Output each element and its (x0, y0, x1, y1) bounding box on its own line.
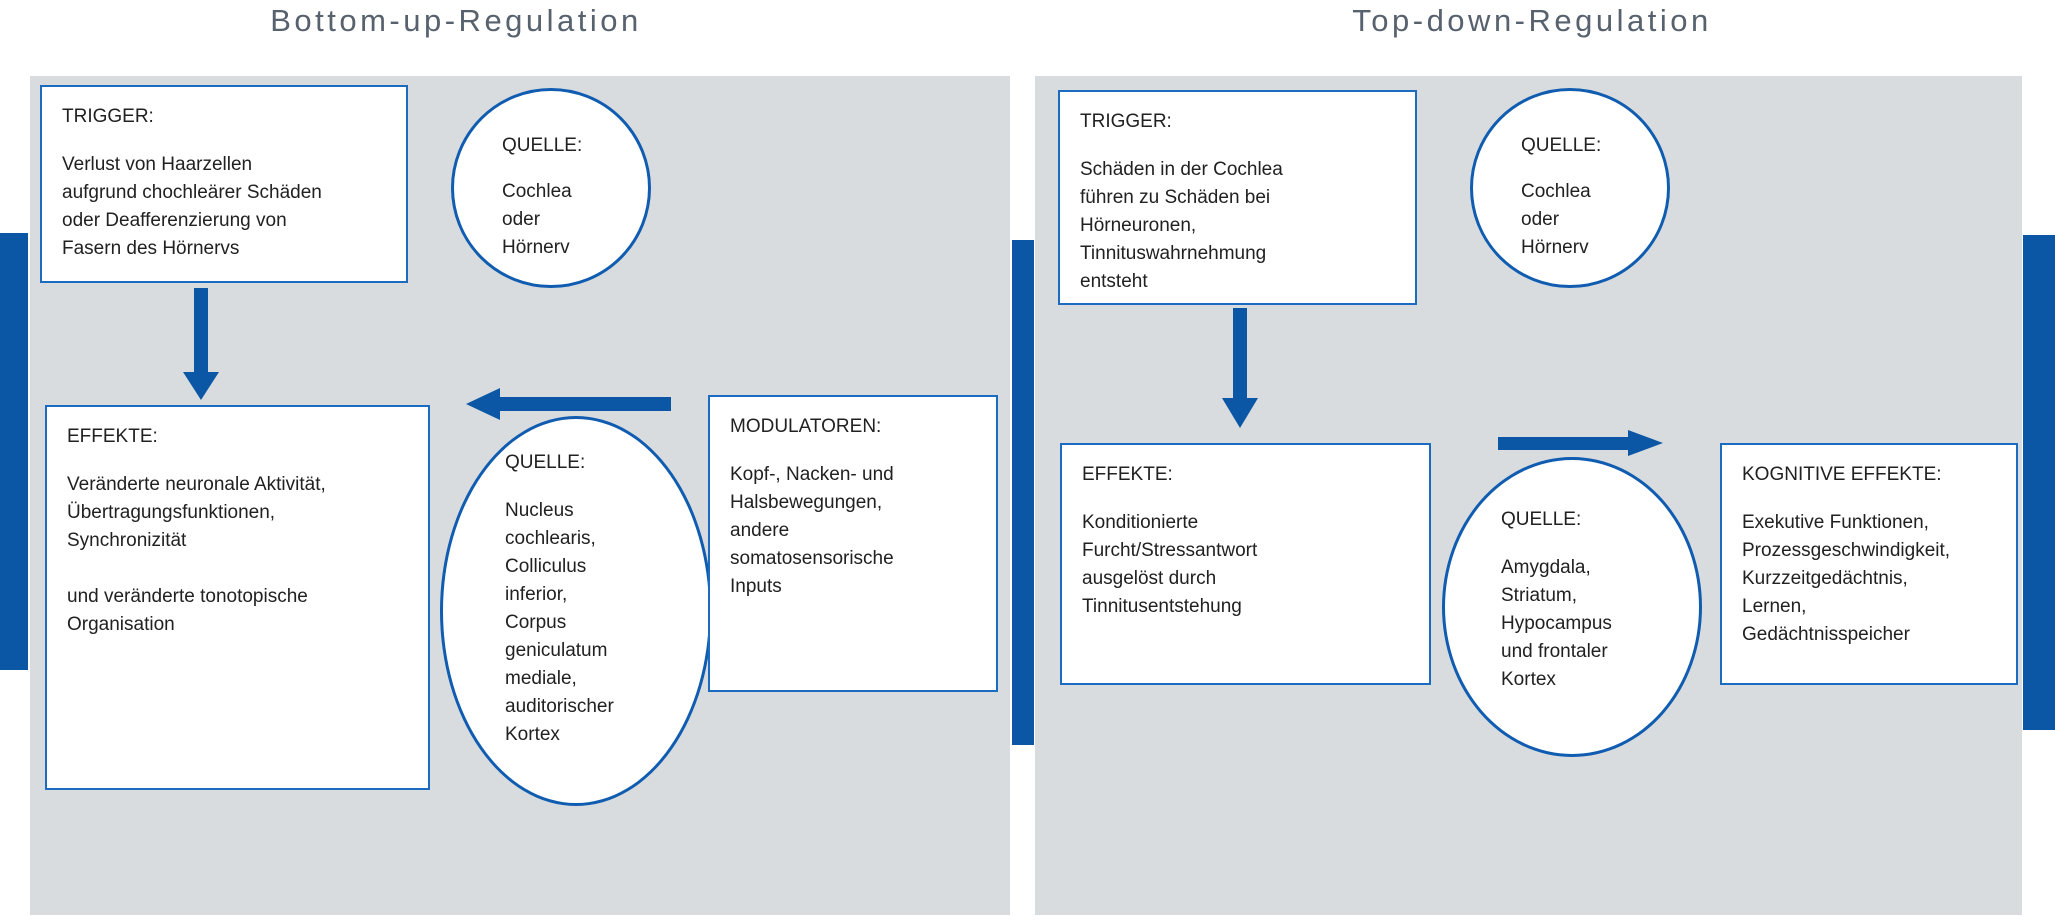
quelle-ellipse-header: QUELLE: (505, 452, 586, 473)
quelle-ellipse-bottom-up: QUELLE: Nucleus cochlearis, Colliculus i… (440, 416, 712, 806)
quelle-ellipse-header: QUELLE: (1501, 509, 1582, 530)
quelle-ellipse-top-down: QUELLE: Amygdala, Striatum, Hypocampus u… (1442, 457, 1702, 757)
quelle-circle-bottom-up: QUELLE: Cochlea oder Hörnerv (451, 88, 651, 288)
trigger-body: Verlust von Haarzellen aufgrund chochleä… (62, 154, 322, 259)
trigger-box-bottom-up: TRIGGER: Verlust von Haarzellen aufgrund… (40, 85, 408, 283)
effekte-header: EFFEKTE: (1082, 464, 1173, 485)
quelle-circle-body: Cochlea oder Hörnerv (1521, 181, 1591, 258)
quelle-circle-top-down: QUELLE: Cochlea oder Hörnerv (1470, 88, 1670, 288)
effekte-header: EFFEKTE: (67, 426, 158, 447)
trigger-header: TRIGGER: (1080, 111, 1172, 132)
modulatoren-body: Kopf-, Nacken- und Halsbewegungen, ander… (730, 464, 894, 597)
title-bottom-up-regulation: Bottom-up-Regulation (270, 3, 642, 38)
trigger-body: Schäden in der Cochlea führen zu Schäden… (1080, 159, 1283, 292)
quelle-ellipse-body: Amygdala, Striatum, Hypocampus und front… (1501, 557, 1612, 690)
kognitive-effekte-header: KOGNITIVE EFFEKTE: (1742, 464, 1942, 485)
effekte-body: Veränderte neuronale Aktivität, Übertrag… (67, 474, 326, 635)
quelle-circle-body: Cochlea oder Hörnerv (502, 181, 572, 258)
trigger-header: TRIGGER: (62, 106, 154, 127)
effekte-box-bottom-up: EFFEKTE: Veränderte neuronale Aktivität,… (45, 405, 430, 790)
accent-bar-right (2023, 235, 2055, 730)
quelle-circle-header: QUELLE: (502, 135, 583, 156)
quelle-circle-header: QUELLE: (1521, 135, 1602, 156)
title-top-down-regulation: Top-down-Regulation (1352, 3, 1712, 38)
quelle-ellipse-body: Nucleus cochlearis, Colliculus inferior,… (505, 500, 614, 745)
kognitive-effekte-box: KOGNITIVE EFFEKTE: Exekutive Funktionen,… (1720, 443, 2018, 685)
modulatoren-header: MODULATOREN: (730, 416, 882, 437)
modulatoren-box: MODULATOREN: Kopf-, Nacken- und Halsbewe… (708, 395, 998, 692)
effekte-box-top-down: EFFEKTE: Konditionierte Furcht/Stressant… (1060, 443, 1431, 685)
effekte-body: Konditionierte Furcht/Stressantwort ausg… (1082, 512, 1258, 617)
accent-bar-middle (1012, 240, 1034, 745)
accent-bar-left (0, 233, 28, 670)
trigger-box-top-down: TRIGGER: Schäden in der Cochlea führen z… (1058, 90, 1417, 305)
kognitive-effekte-body: Exekutive Funktionen, Prozessgeschwindig… (1742, 512, 1951, 645)
